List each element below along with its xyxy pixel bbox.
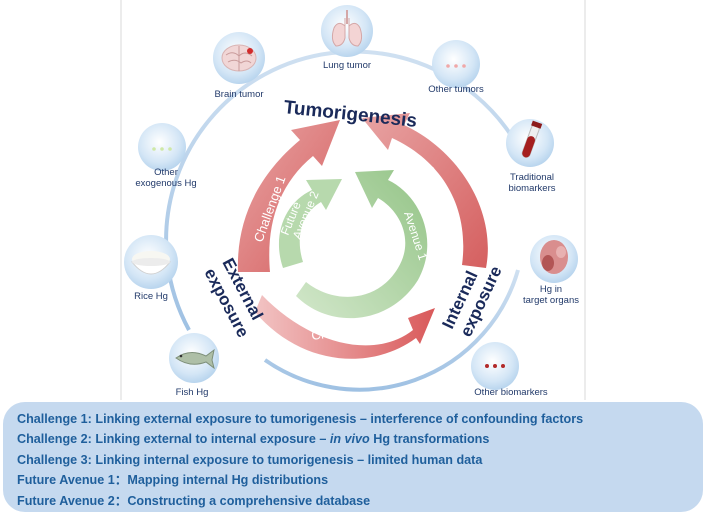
blood-tube-icon <box>521 120 543 158</box>
legend-challenge-2-pre: Challenge 2: Linking external to interna… <box>17 432 330 447</box>
legend-challenge-2: Challenge 2: Linking external to interna… <box>17 429 703 449</box>
tumorigenesis-heading: Tumorigenesis <box>283 97 418 132</box>
hg-target-organs-label-line2: target organs <box>523 295 579 306</box>
other-exogenous-hg-item: Other exogenous Hg <box>135 123 197 189</box>
brain-tumor-label: Brain tumor <box>214 89 263 100</box>
future-avenue-2-arrow <box>278 179 342 268</box>
challenge2-arrow <box>255 295 435 359</box>
fish-hg-label: Fish Hg <box>176 387 209 398</box>
challenge2-label: Challenge 2 <box>310 318 381 343</box>
legend-challenge-2-post: Hg transformations <box>369 432 490 447</box>
hg-target-organs-label-line1: Hg in <box>540 284 562 295</box>
organs-icon <box>540 240 568 274</box>
traditional-biomarkers-label-line2: biomarkers <box>509 183 556 194</box>
other-tumors-label: Other tumors <box>428 84 484 95</box>
brain-tumor-item: Brain tumor <box>213 32 265 100</box>
other-exogenous-hg-label-line1: Other <box>154 167 178 178</box>
challenge3-arrow <box>362 113 488 268</box>
bubble-circle <box>432 40 480 88</box>
legend-future-avenue-1: Future Avenue 1：Mapping internal Hg dist… <box>17 473 329 488</box>
challenge1-arrow <box>237 120 340 272</box>
legend-challenge-1: Challenge 1: Linking external exposure t… <box>17 412 584 426</box>
fish-icon <box>175 348 215 370</box>
brain-icon <box>221 44 257 72</box>
lung-icon <box>331 10 363 47</box>
rice-hg-item: Rice Hg <box>124 235 178 302</box>
rice-hg-label: Rice Hg <box>134 291 168 302</box>
legend-challenge-3: Challenge 3: Linking internal exposure t… <box>17 452 483 467</box>
other-tumors-item: Other tumors <box>428 40 484 95</box>
outer-ring-arc-right <box>263 269 520 392</box>
legend-box: Challenge 1: Linking external exposure t… <box>3 402 703 512</box>
lung-tumor-item: Lung tumor <box>321 5 373 71</box>
ellipsis-icon <box>446 64 466 68</box>
ellipsis-icon <box>152 147 172 151</box>
rice-bowl-icon <box>130 251 172 275</box>
hg-target-organs-item: Hg in target organs <box>523 235 579 306</box>
future-avenue-1-arrow <box>296 170 428 319</box>
lung-tumor-label: Lung tumor <box>323 60 371 71</box>
fish-hg-item: Fish Hg <box>169 333 219 398</box>
diagram-canvas: Challenge 1 Challenge 2 Challenge 3 Futu… <box>120 0 586 400</box>
traditional-biomarkers-label-line1: Traditional <box>510 172 554 183</box>
other-biomarkers-item: Other biomarkers <box>471 342 548 398</box>
other-biomarkers-label: Other biomarkers <box>474 387 548 398</box>
ellipsis-icon <box>485 364 505 368</box>
other-exogenous-hg-label-line2: exogenous Hg <box>135 178 196 189</box>
bubble-circle <box>138 123 186 171</box>
legend-challenge-2-italic: in vivo <box>329 432 370 447</box>
traditional-biomarkers-item: Traditional biomarkers <box>506 119 556 194</box>
legend-future-avenue-2: Future Avenue 2：Constructing a comprehen… <box>17 493 371 508</box>
